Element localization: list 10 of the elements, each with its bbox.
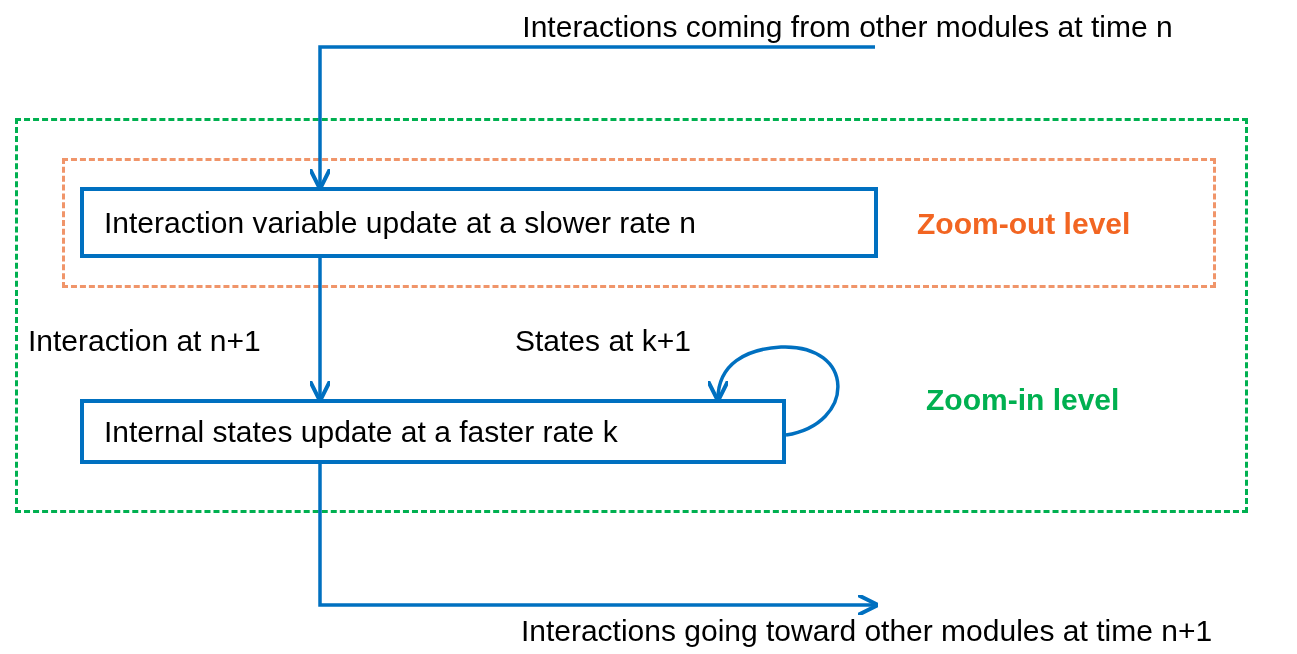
level-label: Zoom-in level — [926, 383, 1120, 417]
flow-label: Interactions coming from other modules at time n — [440, 4, 1255, 47]
process-box: Internal states update at a faster rate k — [80, 399, 786, 464]
arrow — [318, 464, 880, 617]
arrow — [707, 345, 840, 437]
process-box: Interaction variable update at a slower rate n — [80, 187, 878, 258]
level-label: Zoom-out level — [917, 207, 1131, 241]
level-region — [15, 118, 1248, 513]
level-region — [62, 158, 1216, 288]
flow-label: Interactions going toward other modules at time n+1 — [436, 605, 1297, 654]
